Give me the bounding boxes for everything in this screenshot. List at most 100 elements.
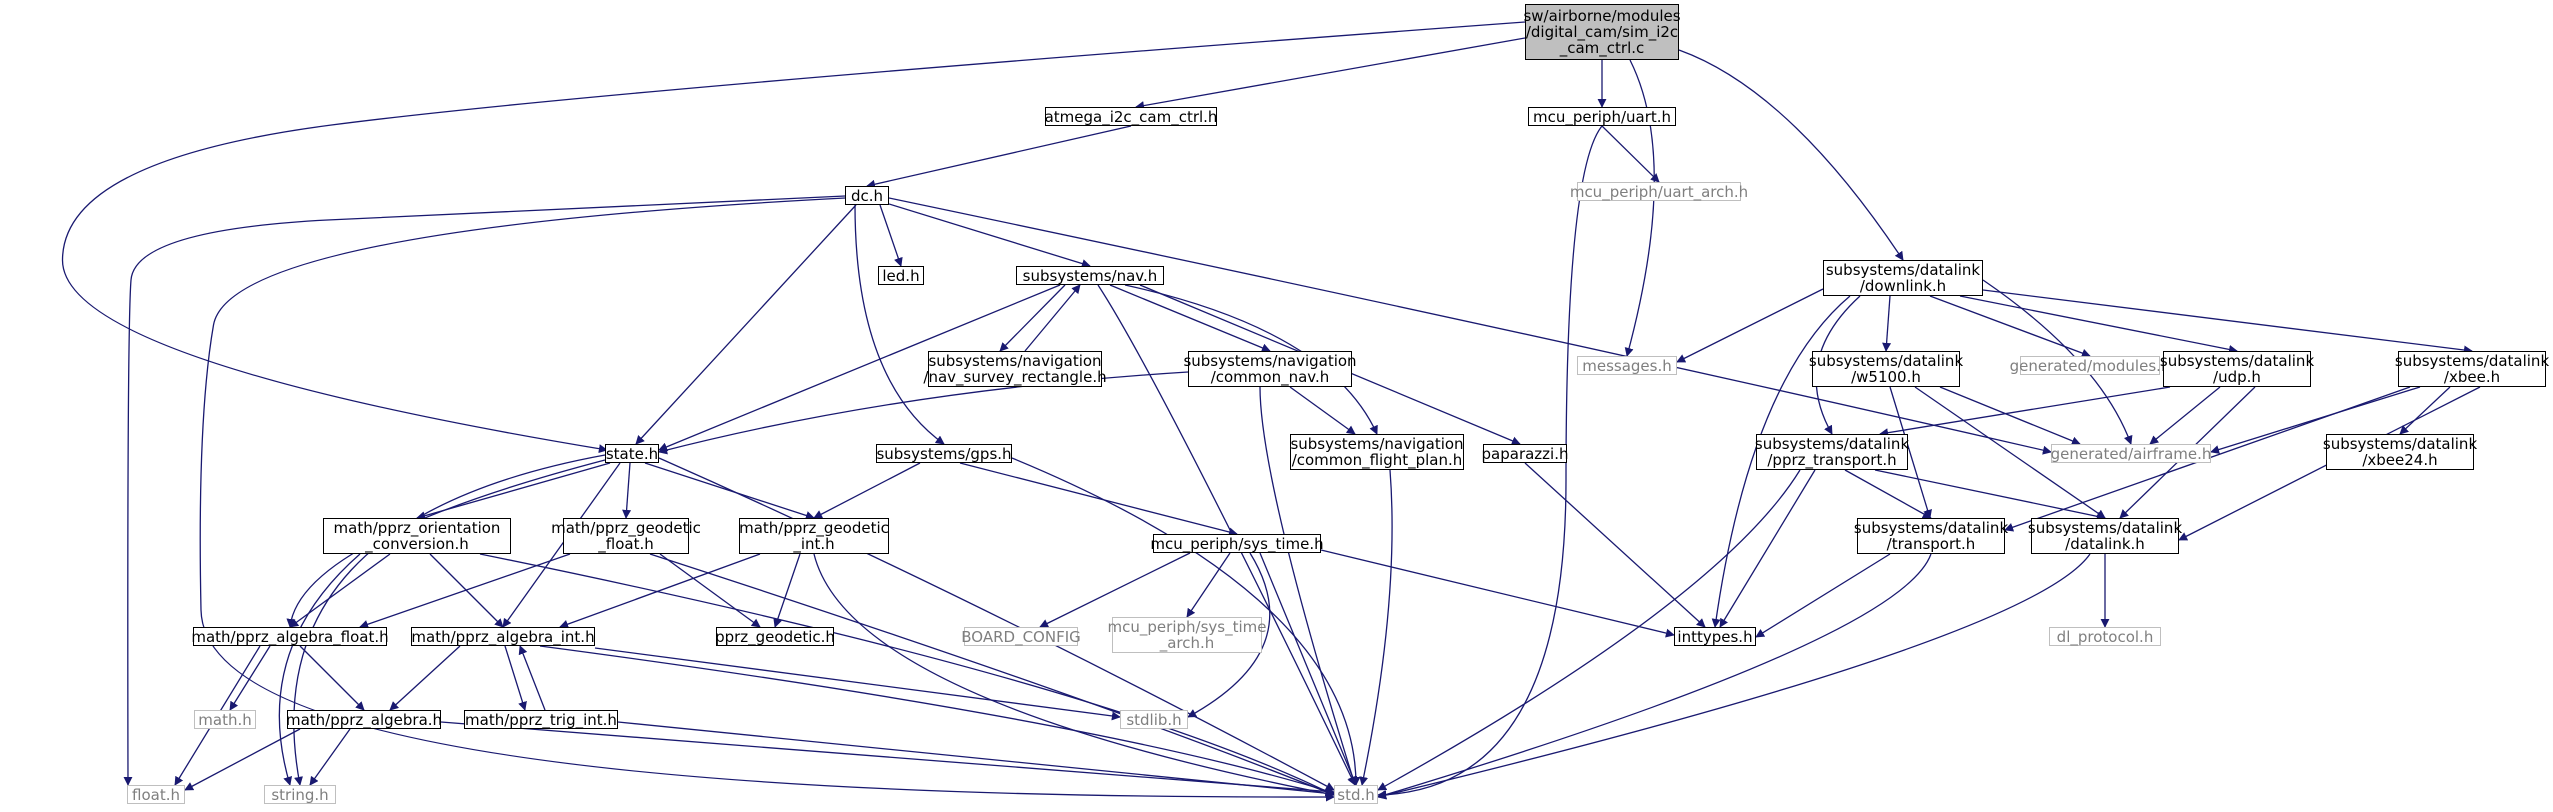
file-node-geodetic[interactable]: pprz_geodetic.h: [715, 627, 835, 646]
include-edge-downlink-to-messages: [1676, 288, 1824, 363]
node-label-line: math/pprz_trig_int.h: [465, 710, 617, 729]
file-node-uart_arch: mcu_periph/uart_arch.h: [1570, 182, 1748, 201]
edge-layer: [61, 21, 2481, 802]
file-node-std: std.h: [1334, 785, 1378, 804]
file-node-alg[interactable]: math/pprz_algebra.h: [286, 710, 442, 729]
include-edge-pprz_transport-to-transport: [1844, 469, 1932, 519]
node-label-line: subsystems/navigation: [1183, 352, 1357, 370]
node-label-line: subsystems/navigation: [1290, 435, 1464, 453]
file-node-xbee24[interactable]: subsystems/datalink/xbee24.h: [2322, 434, 2478, 470]
file-node-datalink[interactable]: subsystems/datalink/datalink.h: [2027, 518, 2183, 554]
include-edge-root-to-atmega: [1135, 37, 1526, 111]
include-edge-orient-to-algfloat: [289, 553, 391, 628]
file-node-state[interactable]: state.h: [605, 444, 659, 463]
file-node-cfp[interactable]: subsystems/navigation/common_flight_plan…: [1290, 434, 1464, 470]
file-node-trig[interactable]: math/pprz_trig_int.h: [464, 710, 618, 729]
include-edge-algint-to-alg: [389, 645, 461, 711]
include-edge-w5100-to-datalink: [1914, 386, 2106, 519]
include-edge-dc-to-led: [879, 204, 903, 267]
include-edge-navsurvey-to-nav: [1024, 284, 1081, 352]
file-node-w5100[interactable]: subsystems/datalink/w5100.h: [1809, 351, 1963, 387]
include-edge-systime-to-std: [1259, 552, 1358, 786]
file-node-gps[interactable]: subsystems/gps.h: [876, 444, 1012, 463]
file-node-geofloat[interactable]: math/pprz_geodetic_float.h: [551, 518, 701, 554]
include-edge-geofloat-to-algfloat: [359, 553, 571, 629]
file-node-xbee[interactable]: subsystems/datalink/xbee.h: [2394, 351, 2550, 387]
include-edge-xbee-to-airframe: [2210, 386, 2421, 454]
node-label-line: subsystems/datalink: [2394, 352, 2550, 370]
include-edge-w5100-to-transport: [1889, 386, 1932, 519]
node-label-line: /udp.h: [2213, 368, 2261, 386]
node-label-line: /transport.h: [1886, 535, 1976, 553]
include-edge-downlink-to-w5100: [1882, 295, 1892, 352]
node-label-line: messages.h: [1582, 356, 1672, 375]
include-edge-orient-to-stringh: [278, 553, 361, 786]
file-node-systime[interactable]: mcu_periph/sys_time.h: [1150, 534, 1324, 553]
node-label-line: /common_nav.h: [1210, 368, 1330, 386]
node-label-line: subsystems/datalink: [2027, 519, 2183, 537]
include-edge-algfloat-to-alg: [299, 645, 365, 711]
include-edge-systime-to-stdlib: [1187, 552, 1271, 718]
file-node-genmodules: generated/modules.h: [2010, 356, 2170, 375]
file-node-led[interactable]: led.h: [878, 266, 924, 285]
file-node-navsurvey[interactable]: subsystems/navigation/nav_survey_rectang…: [923, 351, 1107, 387]
node-label-line: subsystems/datalink: [1853, 519, 2009, 537]
node-label-line: _conversion.h: [365, 535, 469, 553]
node-label-line: dc.h: [850, 186, 884, 205]
include-edge-trig-to-std: [617, 721, 1335, 798]
include-edge-state-to-orient: [416, 462, 611, 521]
node-label-line: /digital_cam/sim_i2c: [1525, 23, 1679, 41]
include-edge-dc-to-state: [635, 204, 857, 445]
include-edge-pprz_transport-to-datalink: [1874, 469, 2106, 521]
include-edge-alg-to-std: [440, 721, 1335, 796]
include-edge-w5100-to-airframe: [1939, 386, 2081, 446]
file-node-geoint[interactable]: math/pprz_geodetic_int.h: [739, 518, 889, 554]
file-node-dc[interactable]: dc.h: [845, 186, 889, 205]
file-node-inttypes[interactable]: inttypes.h: [1674, 627, 1756, 646]
file-node-algfloat[interactable]: math/pprz_algebra_float.h: [191, 627, 389, 646]
file-node-downlink[interactable]: subsystems/datalink/downlink.h: [1823, 260, 1983, 296]
include-edge-dc-to-nav: [888, 203, 1091, 268]
include-edge-root-to-messages: [1624, 59, 1655, 357]
include-edge-nav-to-cfp: [1124, 284, 1378, 435]
node-label-line: mcu_periph/sys_time.h: [1150, 534, 1324, 553]
node-label-line: paparazzi.h: [1481, 444, 1569, 463]
node-label-line: /w5100.h: [1851, 368, 1921, 386]
node-label-line: _arch.h: [1159, 634, 1215, 652]
node-label-line: BOARD_CONFIG: [961, 627, 1081, 646]
node-label-line: float.h: [132, 785, 180, 804]
include-edge-root-to-state: [61, 21, 1526, 454]
node-label-line: /downlink.h: [1859, 277, 1947, 295]
file-node-uart[interactable]: mcu_periph/uart.h: [1528, 107, 1676, 126]
node-label-line: atmega_i2c_cam_ctrl.h: [1044, 107, 1218, 126]
include-edge-paparazzi-to-inttypes: [1524, 462, 1706, 628]
file-node-udp[interactable]: subsystems/datalink/udp.h: [2160, 351, 2314, 387]
file-node-orient[interactable]: math/pprz_orientation_conversion.h: [323, 518, 511, 554]
file-node-nav[interactable]: subsystems/nav.h: [1016, 266, 1164, 285]
include-edge-pprz_transport-to-inttypes: [1719, 469, 1816, 628]
node-label-line: led.h: [882, 266, 920, 285]
include-edge-dc-to-airframe: [888, 197, 2052, 455]
include-edge-nav-to-commonnav: [1109, 284, 1271, 353]
include-edge-algint-to-std: [539, 645, 1335, 795]
include-edge-state-to-geoint: [644, 462, 815, 520]
include-edge-state-to-std: [658, 457, 1335, 791]
node-label-line: math/pprz_algebra_float.h: [191, 627, 389, 646]
node-label-line: mcu_periph/sys_time: [1107, 618, 1267, 636]
include-edge-downlink-to-xbee: [1982, 289, 2473, 355]
node-label-line: math/pprz_orientation: [333, 519, 501, 537]
include-edge-state-to-geofloat: [622, 462, 632, 519]
file-node-mathh: math.h: [194, 710, 256, 729]
file-node-pprz_transport[interactable]: subsystems/datalink/pprz_transport.h: [1755, 434, 1909, 470]
node-label-line: state.h: [605, 444, 659, 463]
node-label-line: dl_protocol.h: [2056, 627, 2154, 646]
file-node-commonnav[interactable]: subsystems/navigation/common_nav.h: [1183, 351, 1357, 387]
file-node-atmega[interactable]: atmega_i2c_cam_ctrl.h: [1045, 107, 1217, 126]
include-edge-pprz_transport-to-std: [1377, 469, 1801, 791]
node-label-line: subsystems/datalink: [2322, 435, 2478, 453]
file-node-algint[interactable]: math/pprz_algebra_int.h: [411, 627, 595, 646]
file-node-transport[interactable]: subsystems/datalink/transport.h: [1853, 518, 2009, 554]
include-edge-geoint-to-geodetic: [773, 553, 801, 628]
file-node-paparazzi[interactable]: paparazzi.h: [1481, 444, 1569, 463]
node-label-line: pprz_geodetic.h: [715, 627, 835, 646]
